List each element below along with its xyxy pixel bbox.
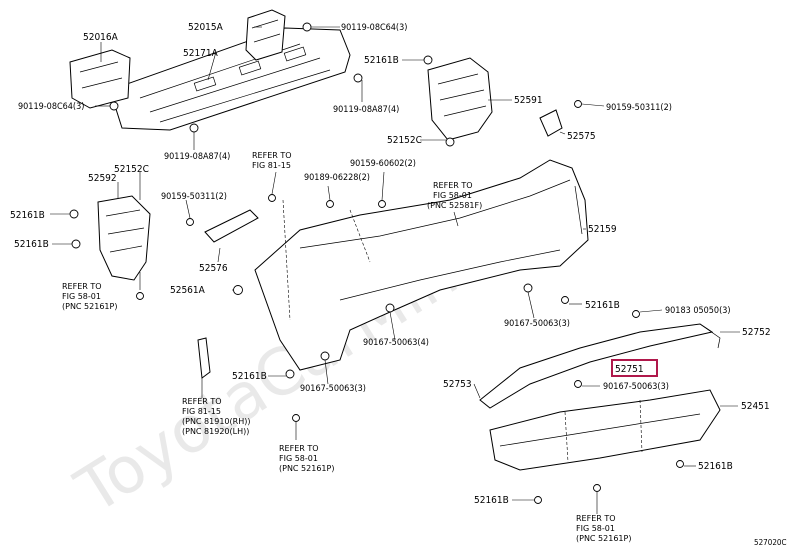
bolt-icon [326, 200, 334, 208]
label-52751: 52751 [615, 364, 644, 375]
label-52575: 52575 [567, 131, 596, 142]
label-90189-06228: 90189-06228(2) [304, 173, 370, 183]
label-52161B-br: 52161B [698, 461, 733, 472]
right-side-bracket [427, 57, 493, 141]
label-90119-08A87-right: 90119-08A87(4) [333, 105, 399, 115]
bolt-icon [109, 101, 119, 111]
bolt-icon [69, 209, 79, 219]
label-90159-50311-left: 90159-50311(2) [161, 192, 227, 202]
label-90183-05050: 90183 05050(3) [665, 306, 731, 316]
bolt-icon [292, 414, 300, 422]
bolt-icon [593, 484, 601, 492]
bolt-icon [320, 351, 330, 361]
ref-58-01-left: REFER TO FIG 58-01 (PNC 52161P) [62, 282, 117, 311]
label-52576: 52576 [199, 263, 228, 274]
right-beam-bracket [245, 9, 286, 61]
label-90167-50063-right: 90167-50063(3) [504, 319, 570, 329]
ref-81-15-bottom: REFER TO FIG 81-15 (PNC 81910(RH)) (PNC … [182, 397, 253, 436]
label-52591: 52591 [514, 95, 543, 106]
label-52161B-l1: 52161B [10, 210, 45, 221]
label-52152C-right: 52152C [387, 135, 422, 146]
leader-lines [50, 26, 740, 514]
label-52161B-bl: 52161B [232, 371, 267, 382]
left-beam-bracket [69, 49, 131, 109]
left-side-bracket [97, 195, 151, 281]
label-52161B-top: 52161B [364, 55, 399, 66]
label-90159-50311-right: 90159-50311(2) [606, 103, 672, 113]
label-90167-50063-rb: 90167-50063(3) [603, 382, 669, 392]
bumper-garnish-strip [479, 323, 721, 409]
reference-notes: REFER TO FIG 81-15 REFER TO FIG 58-01 (P… [62, 151, 631, 543]
label-52161B-mid: 52161B [585, 300, 620, 311]
label-52152C-left: 52152C [114, 164, 149, 175]
bolt-icon [523, 283, 533, 293]
label-52171A: 52171A [183, 48, 219, 59]
label-90167-50063-4: 90167-50063(4) [363, 338, 429, 348]
bolt-icon [534, 496, 542, 504]
label-90119-08C64-top: 90119-08C64(3) [341, 23, 407, 33]
ref-58-01-bottom-right: REFER TO FIG 58-01 (PNC 52161P) [576, 514, 631, 543]
highlight-box [611, 359, 658, 377]
bolt-icon [268, 194, 276, 202]
bolt-icon [561, 296, 569, 304]
side-clip-right [539, 109, 563, 137]
rear-bumper-lower-cover [489, 389, 721, 471]
label-52451: 52451 [741, 401, 770, 412]
label-52161B-bb: 52161B [474, 495, 509, 506]
label-52015A: 52015A [188, 22, 224, 33]
bolt-icon [445, 137, 455, 147]
rear-bumper-cover [254, 159, 589, 371]
diagram-code: 527020C [754, 538, 787, 547]
part-labels: 52016A 52015A 90119-08C64(3) 52171A 9011… [10, 22, 787, 547]
bolt-icon [353, 73, 363, 83]
ref-81-15-top: REFER TO FIG 81-15 [252, 151, 294, 170]
label-52753: 52753 [443, 379, 472, 390]
label-52161B-l2: 52161B [14, 239, 49, 250]
bolt-icon [189, 123, 199, 133]
label-52592: 52592 [88, 173, 117, 184]
bolt-icon [574, 100, 582, 108]
rear-reflector [197, 337, 211, 379]
bolt-icon [632, 310, 640, 318]
bolt-icon [136, 292, 144, 300]
side-clip-left [204, 209, 259, 243]
bolt-icon [233, 285, 243, 295]
bolt-icon [71, 239, 81, 249]
label-52561A: 52561A [170, 285, 206, 296]
ref-58-01-bottom: REFER TO FIG 58-01 (PNC 52161P) [279, 444, 334, 473]
label-90167-50063-center: 90167-50063(3) [300, 384, 366, 394]
bolt-icon [676, 460, 684, 468]
bolt-icon [423, 55, 433, 65]
bolt-icon [285, 369, 295, 379]
bolt-icon [302, 22, 312, 32]
label-52752: 52752 [742, 327, 771, 338]
bolt-icon [378, 200, 386, 208]
label-90119-08C64-left: 90119-08C64(3) [18, 102, 84, 112]
label-90119-08A87-bottom: 90119-08A87(4) [164, 152, 230, 162]
bolt-icon [186, 218, 194, 226]
ref-58-01-top: REFER TO FIG 58-01 (PNC 52581F) [427, 181, 482, 210]
bolt-icon [574, 380, 582, 388]
label-52159: 52159 [588, 224, 617, 235]
rear-bumper-reinforcement [109, 27, 351, 131]
label-90159-60602: 90159-60602(2) [350, 159, 416, 169]
bolt-icon [385, 303, 395, 313]
label-52016A: 52016A [83, 32, 119, 43]
